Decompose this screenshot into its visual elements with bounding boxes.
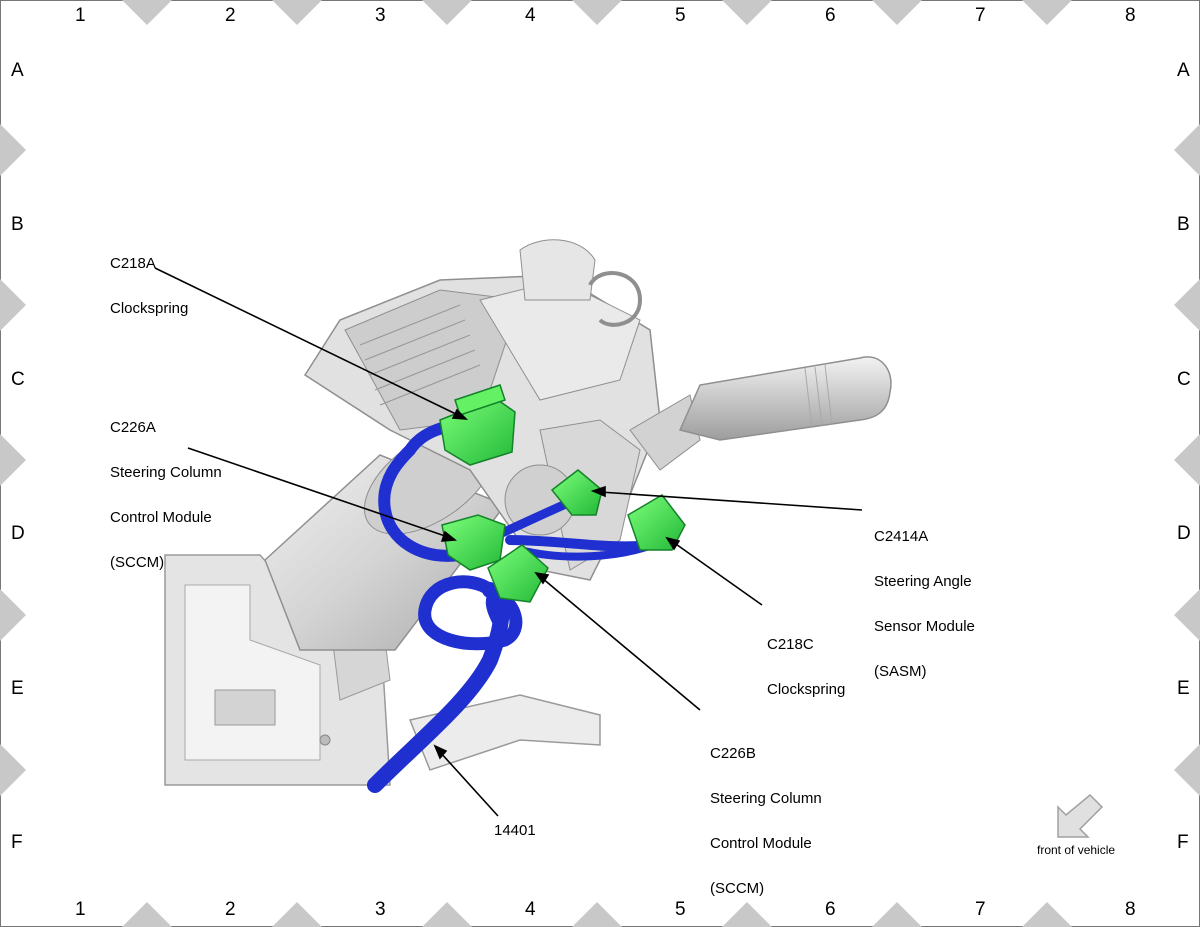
callout-c218a-line-1: C218A <box>110 255 156 272</box>
grid-col-top-2: 2 <box>225 5 236 26</box>
callout-c218a-line-2: Clockspring <box>110 300 189 317</box>
callout-c226a: C226A Steering Column Control Module (SC… <box>110 390 222 600</box>
multifunction-lever <box>629 356 892 471</box>
callout-c226b-line-1: C226B <box>710 745 756 762</box>
front-of-vehicle-label: front of vehicle <box>1037 843 1116 857</box>
grid-row-right-f: F <box>1177 832 1189 853</box>
callout-c226a-line-2: Steering Column <box>110 464 222 481</box>
grid-col-top-1: 1 <box>75 5 86 26</box>
grid-col-top-5: 5 <box>675 5 686 26</box>
callout-c2414a-line-4: (SASM) <box>874 663 927 680</box>
grid-row-left-c: C <box>11 369 25 390</box>
grid-row-left-d: D <box>11 523 25 544</box>
callout-c226b-line-2: Steering Column <box>710 790 822 807</box>
leader-lines <box>154 267 863 817</box>
callout-c226a-line-1: C226A <box>110 419 156 436</box>
grid-col-top-7: 7 <box>975 5 986 26</box>
callout-c226a-line-3: Control Module <box>110 509 212 526</box>
grid-row-left-a: A <box>11 60 24 81</box>
callout-c2414a-line-2: Steering Angle <box>874 573 972 590</box>
grid-col-bottom-4: 4 <box>525 899 536 920</box>
callout-c226b-line-4: (SCCM) <box>710 880 765 897</box>
grid-col-top-4: 4 <box>525 5 536 26</box>
callout-c2414a-line-3: Sensor Module <box>874 618 975 635</box>
grid-row-right-b: B <box>1177 214 1190 235</box>
callout-c218c: C218C Clockspring <box>767 607 845 727</box>
grid-row-right-c: C <box>1177 369 1191 390</box>
callout-c2414a: C2414A Steering Angle Sensor Module (SAS… <box>874 499 975 709</box>
grid-col-top-3: 3 <box>375 5 386 26</box>
grid-col-bottom-5: 5 <box>675 899 686 920</box>
connector-c2414a <box>550 469 603 516</box>
connector-c218c <box>627 494 686 551</box>
connector-c226b <box>487 544 549 603</box>
grid-col-bottom-6: 6 <box>825 899 836 920</box>
callout-harness-14401: 14401 <box>494 822 536 839</box>
grid-col-bottom-7: 7 <box>975 899 986 920</box>
callout-c218a: C218A Clockspring <box>110 226 188 346</box>
grid-row-right-e: E <box>1177 678 1190 699</box>
grid-col-bottom-2: 2 <box>225 899 236 920</box>
grid-row-left-f: F <box>11 832 23 853</box>
grid-col-bottom-1: 1 <box>75 899 86 920</box>
grid-row-left-b: B <box>11 214 24 235</box>
grid-row-right-a: A <box>1177 60 1190 81</box>
callout-c218c-line-1: C218C <box>767 636 814 653</box>
grid-col-bottom-3: 3 <box>375 899 386 920</box>
callout-c218c-line-2: Clockspring <box>767 681 846 698</box>
grid-col-bottom-8: 8 <box>1125 899 1136 920</box>
callout-c226a-line-4: (SCCM) <box>110 554 165 571</box>
front-of-vehicle-arrow-icon <box>1057 793 1104 838</box>
callout-c226b: C226B Steering Column Control Module (SC… <box>710 716 822 926</box>
callout-c226b-line-3: Control Module <box>710 835 812 852</box>
grid-row-left-e: E <box>11 678 24 699</box>
grid-col-top-6: 6 <box>825 5 836 26</box>
grid-row-right-d: D <box>1177 523 1191 544</box>
grid-col-top-8: 8 <box>1125 5 1136 26</box>
callout-c2414a-line-1: C2414A <box>874 528 929 545</box>
